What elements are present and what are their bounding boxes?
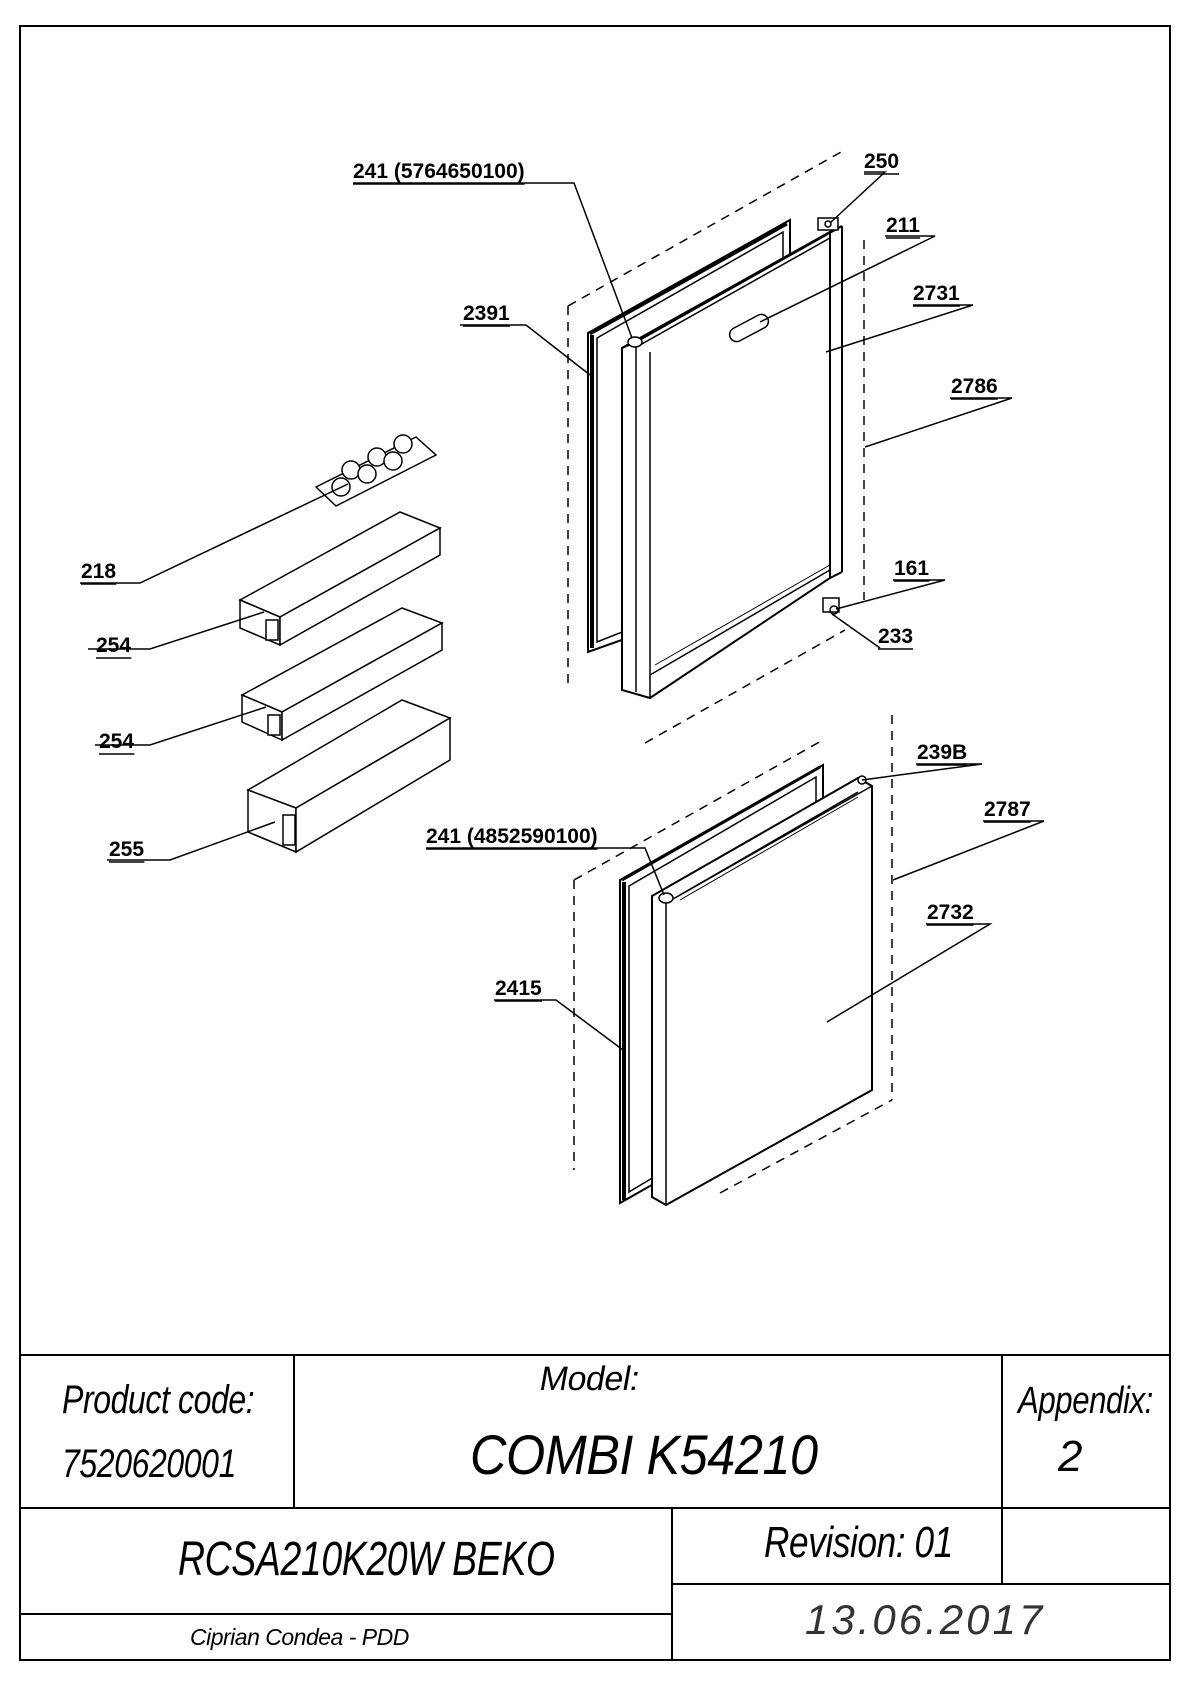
label-239b: 239B	[917, 741, 967, 764]
revision: Revision: 01	[764, 1518, 953, 1567]
label-2731: 2731	[913, 282, 960, 305]
egg-tray	[314, 434, 438, 507]
drawing-frame	[19, 25, 1171, 1661]
date: 13.06.2017	[805, 1596, 1046, 1643]
leader-lines	[80, 171, 1045, 1051]
lower-door	[573, 715, 893, 1207]
product-name: RCSA210K20W BEKO	[178, 1533, 555, 1586]
label-241-lower: 241 (4852590100)	[426, 825, 598, 848]
appendix-label: Appendix:	[1018, 1380, 1153, 1422]
product-code-value: 7520620001	[62, 1442, 236, 1486]
label-2415: 2415	[495, 977, 542, 1000]
balcony-middle	[240, 607, 444, 742]
label-211: 211	[886, 214, 920, 237]
balcony-upper	[238, 511, 442, 647]
label-254-upper: 254	[96, 634, 131, 657]
label-2732: 2732	[927, 901, 974, 924]
label-161: 161	[894, 557, 929, 580]
upper-door-panel	[621, 230, 831, 700]
label-255: 255	[109, 838, 144, 861]
label-254-middle: 254	[99, 730, 134, 753]
label-2786: 2786	[951, 375, 998, 398]
label-2787: 2787	[984, 798, 1031, 821]
label-2391: 2391	[463, 302, 510, 325]
title-block-grid	[20, 1354, 1170, 1660]
label-218: 218	[81, 560, 116, 583]
model-label: Model:	[536, 1360, 643, 1398]
label-241-upper: 241 (5764650100)	[353, 160, 525, 183]
door-shelves	[238, 434, 452, 854]
author: Ciprian Condea - PDD	[190, 1624, 409, 1650]
label-250: 250	[864, 150, 899, 173]
model-value: COMBI K54210	[470, 1423, 818, 1486]
appendix-value: 2	[1058, 1432, 1082, 1481]
part-labels: 241 (5764650100) 250 211 2391 2731 2786 …	[81, 150, 1031, 1002]
label-233: 233	[878, 625, 913, 648]
upper-door	[567, 151, 865, 744]
product-code-label: Product code:	[62, 1378, 255, 1422]
bottle-balcony	[246, 699, 452, 854]
